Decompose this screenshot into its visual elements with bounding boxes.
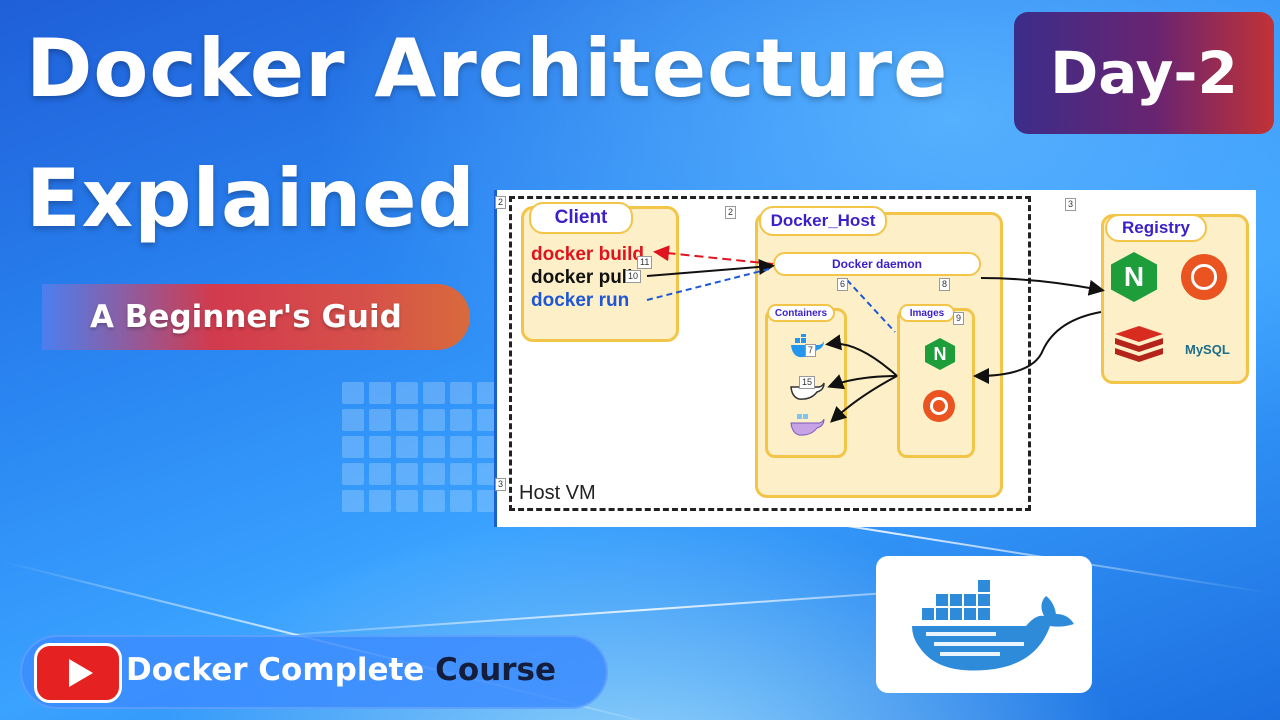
mysql-icon: MySQL: [1185, 342, 1230, 357]
client-command-pull: docker pull: [531, 267, 633, 288]
marker: 11: [637, 256, 653, 269]
course-title: Docker Complete Course: [126, 652, 556, 688]
marker: 2: [495, 196, 507, 209]
ubuntu-image-icon: [923, 390, 955, 422]
client-command-build: docker build: [531, 244, 644, 265]
marker: 9: [953, 312, 965, 325]
docker-logo-tile: [876, 556, 1092, 693]
registry-title: Registry: [1105, 214, 1207, 242]
page-title-line-1: Docker Architecture: [26, 22, 949, 115]
marker: 6: [837, 278, 849, 291]
marker: 8: [939, 278, 951, 291]
course-title-dark: Course: [435, 652, 557, 688]
images-title: Images: [899, 304, 955, 322]
client-title: Client: [529, 202, 633, 234]
host-vm-boundary: [509, 196, 1031, 511]
docker-host-title: Docker_Host: [759, 206, 887, 236]
client-command-run: docker run: [531, 290, 630, 311]
marker: 3: [1065, 198, 1077, 211]
day-badge: Day-2: [1014, 12, 1274, 134]
marker: 10: [625, 270, 642, 283]
containers-title: Containers: [767, 304, 835, 322]
docker-daemon-pill: Docker daemon: [773, 252, 981, 276]
course-title-light: Docker Complete: [126, 652, 425, 688]
architecture-diagram: Host VM Client docker build docker pull …: [494, 190, 1256, 527]
marker: 15: [799, 376, 816, 389]
course-banner[interactable]: Docker Complete Course: [20, 635, 608, 709]
docker-whale-icon: [912, 580, 1074, 671]
nginx-image-icon: N: [925, 338, 955, 370]
container-whale-purple-icon: [790, 414, 825, 436]
marker: 3: [495, 478, 507, 491]
background-pixel-grid: [342, 382, 499, 512]
diagram-arrows: [646, 245, 1105, 423]
page-title-line-2: Explained: [26, 152, 476, 245]
youtube-play-icon[interactable]: [34, 643, 122, 703]
ubuntu-icon: [1181, 254, 1227, 300]
redis-icon: [1115, 326, 1163, 362]
marker: 2: [725, 206, 737, 219]
marker: 7: [805, 344, 817, 357]
subtitle-ribbon: A Beginner's Guid: [42, 284, 470, 350]
host-vm-label: Host VM: [519, 482, 596, 504]
